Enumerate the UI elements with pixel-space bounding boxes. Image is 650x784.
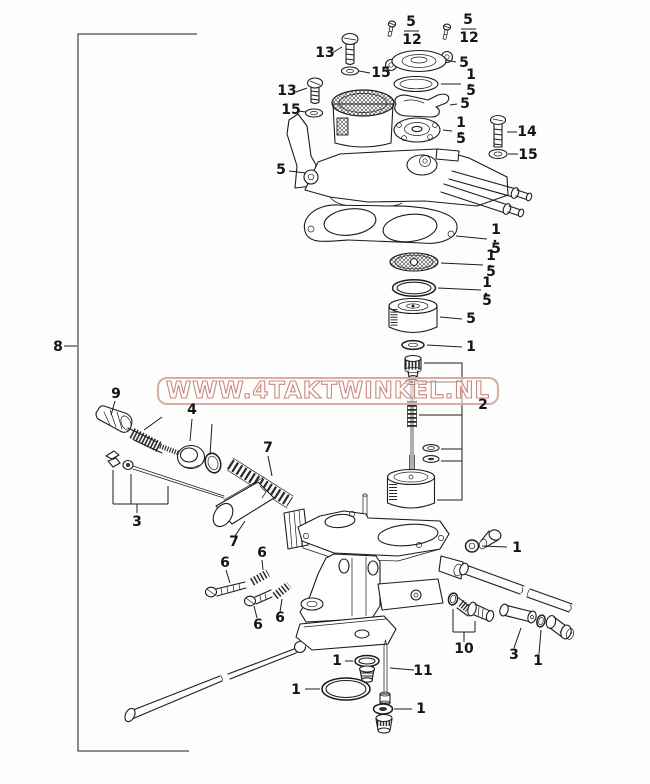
- callout-11: 11: [413, 663, 432, 679]
- screw-14-drawing: [489, 114, 507, 148]
- callout-5-cover: 5: [459, 55, 469, 71]
- screw-13a-drawing: [341, 32, 359, 66]
- callout-pair-dots: [459, 83, 497, 296]
- callout-1-manifold: 1: [491, 222, 501, 238]
- callout-labels: 5 12 5 12 13 15 13 15 5 1 5 5 1 5 14 15 …: [53, 12, 543, 717]
- callout-5-manifold: 5: [491, 241, 501, 257]
- screw-5-12a-drawing: [387, 20, 397, 37]
- screw-5-12b-drawing: [442, 23, 452, 40]
- watermark: WWW.4TAKTWINKEL.NL: [157, 377, 499, 405]
- manifold-gasket-drawing: [303, 204, 458, 244]
- washer-mid-drawing: [401, 339, 425, 351]
- callout-6-c: 6: [253, 617, 263, 633]
- fuel-tubes-drawing: [459, 562, 573, 613]
- bracket-part8: [64, 33, 197, 752]
- callout-5-plate: 5: [460, 96, 470, 112]
- callout-2: 2: [478, 397, 488, 413]
- oring-small-bottom-drawing: [354, 654, 380, 668]
- callout-5-a: 5: [406, 14, 416, 30]
- washer-15c-drawing: [488, 148, 508, 160]
- callout-10: 10: [454, 641, 474, 657]
- washer-15b-drawing: [304, 108, 324, 118]
- callout-6-a: 6: [257, 545, 267, 561]
- callout-1-washer-bottom: 1: [416, 701, 426, 717]
- callout-15-a: 15: [371, 65, 390, 81]
- screw-13b-drawing: [306, 77, 324, 105]
- drain-bolt-drawing: [375, 713, 393, 734]
- callout-5-flange: 5: [276, 162, 286, 178]
- callout-3-right: 3: [509, 647, 519, 663]
- oring-right-drawing: [536, 614, 546, 628]
- callout-1-pump: 1: [456, 115, 466, 131]
- plug-right-drawing: [545, 615, 575, 640]
- callout-6-b: 6: [220, 555, 230, 571]
- rubber-cap-9-drawing: [95, 405, 133, 433]
- roller-drum-drawing: [388, 297, 438, 334]
- callout-7-slide: 7: [229, 534, 239, 550]
- callout-5-pump: 5: [456, 131, 466, 147]
- callout-8: 8: [53, 339, 63, 355]
- slow-jet-drawing: [358, 665, 376, 683]
- throttle-slide-7-drawing: [212, 476, 275, 528]
- leader-lines: [110, 28, 542, 710]
- callout-1-oring-small: 1: [332, 653, 342, 669]
- drain-tube-drawing: [124, 640, 307, 723]
- needle-11-drawing: [379, 639, 391, 706]
- callout-1-plug-right: 1: [512, 540, 522, 556]
- callout-15-c: 15: [518, 147, 537, 163]
- callout-5-screen: 5: [486, 264, 496, 280]
- idle-screw-set-drawing: [204, 569, 292, 607]
- callout-1-oring-large: 1: [291, 682, 301, 698]
- filter-screen-disc-drawing: [389, 252, 439, 272]
- washer-bottom-drawing: [372, 703, 394, 715]
- needle-and-float-drawing: [386, 378, 440, 509]
- callout-1-oring-mid: 1: [482, 275, 492, 291]
- plug-washer-right-drawing: [464, 529, 502, 553]
- callout-12-a: 12: [402, 32, 421, 48]
- callout-1-washer-mid: 1: [466, 339, 476, 355]
- callout-5-roller: 5: [466, 311, 476, 327]
- pump-body-drawing: [393, 117, 441, 143]
- carburetor-body-drawing: [283, 493, 464, 651]
- callout-15-b: 15: [281, 102, 300, 118]
- diaphragm-cover-drawing: [384, 49, 454, 73]
- callout-5-b: 5: [463, 12, 473, 28]
- callout-5-oring-mid: 5: [482, 293, 492, 309]
- cover-gasket-drawing: [393, 75, 439, 93]
- callout-5-gasket-top: 5: [466, 83, 476, 99]
- main-jet-drawing: [404, 354, 422, 380]
- callout-4: 4: [187, 402, 197, 418]
- callout-6-d: 6: [275, 610, 285, 626]
- callout-7-spring: 7: [263, 440, 273, 456]
- callout-13-a: 13: [315, 45, 334, 61]
- pump-plate-drawing: [394, 93, 450, 118]
- callout-14: 14: [517, 124, 537, 140]
- jet-holder-3-drawing: [499, 603, 537, 624]
- callout-12-b: 12: [459, 30, 478, 46]
- callout-3-left: 3: [132, 514, 142, 530]
- cable-parts-3-drawing: [105, 450, 225, 499]
- callout-1-gasket-top: 1: [466, 67, 476, 83]
- washer-15a-drawing: [340, 66, 360, 76]
- callout-13-b: 13: [277, 83, 296, 99]
- oring-large-bottom-drawing: [321, 677, 371, 701]
- callout-1-screen: 1: [486, 248, 496, 264]
- float-valve-10-drawing: [447, 592, 495, 622]
- watermark-text: WWW.4TAKTWINKEL.NL: [166, 378, 490, 404]
- air-filter-screen-drawing: [331, 89, 395, 148]
- cable-adjuster-4-drawing: [127, 427, 222, 474]
- callout-1-oring-right: 1: [533, 653, 543, 669]
- top-cover-assembly-drawing: [286, 113, 533, 218]
- o-ring-mid-drawing: [391, 279, 437, 297]
- callout-9: 9: [111, 386, 121, 402]
